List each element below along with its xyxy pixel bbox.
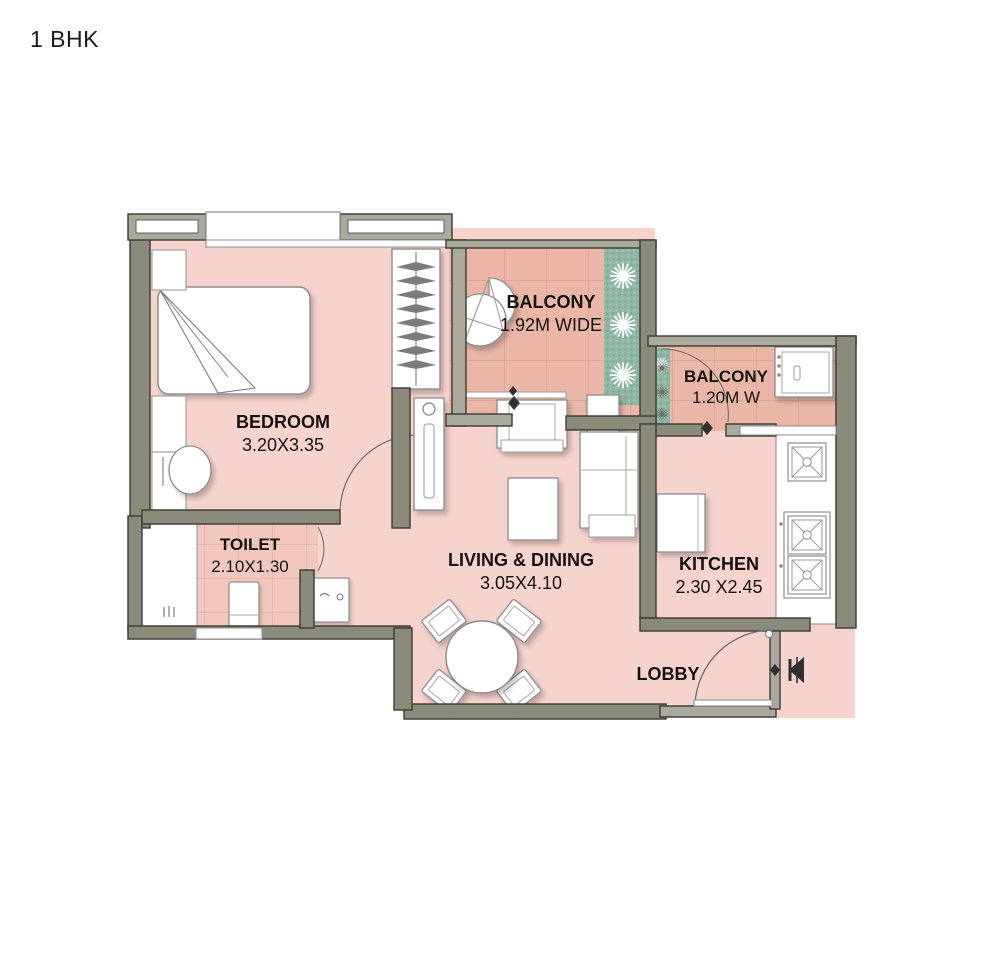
- walls: [127, 211, 857, 720]
- door-swing-icon: [662, 348, 729, 423]
- room-labels: BEDROOM 3.20X3.35 BALCONY 1.92M WIDE BAL…: [211, 292, 768, 684]
- washing-machine-icon: [774, 346, 834, 398]
- stove-burner-icon: [779, 511, 831, 599]
- svg-text:BEDROOM: BEDROOM: [236, 412, 330, 432]
- entry-arrow-icon: [770, 657, 804, 683]
- planter-icon: [656, 362, 668, 420]
- tv-console-icon: [413, 397, 445, 511]
- kitchen-sink-icon: [787, 442, 827, 482]
- balcony-chair-icon: [453, 277, 516, 347]
- fridge-icon: [656, 493, 706, 553]
- dining-set-icon: [420, 598, 543, 714]
- balcony-utility: [652, 345, 853, 431]
- side-stool-icon: [168, 445, 212, 495]
- room-label-lobby: LOBBY: [637, 664, 700, 684]
- wc-icon: [228, 581, 260, 627]
- toilet-fixtures: [140, 521, 350, 627]
- room-label-kitchen: KITCHEN 2.30 X2.45: [675, 554, 762, 597]
- svg-text:KITCHEN: KITCHEN: [679, 554, 759, 574]
- dining-table-icon: [445, 620, 519, 694]
- svg-text:LOBBY: LOBBY: [637, 664, 700, 684]
- balcony-main: [449, 243, 655, 421]
- room-label-balcony-main: BALCONY 1.92M WIDE: [500, 292, 602, 335]
- bedroom-furniture: [151, 248, 441, 525]
- bed-icon: [157, 286, 311, 395]
- entry-door-icon: [693, 629, 804, 707]
- kitchen-counter: [656, 431, 839, 625]
- room-label-bedroom: BEDROOM 3.20X3.35: [236, 412, 330, 455]
- svg-text:1.92M WIDE: 1.92M WIDE: [500, 315, 602, 335]
- svg-text:2.10X1.30: 2.10X1.30: [211, 557, 289, 576]
- svg-text:TOILET: TOILET: [220, 535, 281, 554]
- shower-icon: [140, 521, 198, 627]
- svg-text:2.30 X2.45: 2.30 X2.45: [675, 577, 762, 597]
- room-label-living-dining: LIVING & DINING 3.05X4.10: [448, 550, 594, 593]
- svg-text:3.20X3.35: 3.20X3.35: [242, 435, 324, 455]
- svg-text:LIVING & DINING: LIVING & DINING: [448, 550, 594, 570]
- room-label-toilet: TOILET 2.10X1.30: [211, 535, 289, 576]
- svg-text:3.05X4.10: 3.05X4.10: [480, 573, 562, 593]
- room-label-balcony-utility: BALCONY 1.20M W: [684, 367, 769, 407]
- svg-text:BALCONY: BALCONY: [684, 367, 769, 386]
- coffee-table-icon: [507, 477, 559, 541]
- svg-text:BALCONY: BALCONY: [507, 292, 596, 312]
- svg-text:1.20M W: 1.20M W: [692, 388, 760, 407]
- door-swing-icon: [317, 526, 325, 572]
- page-title: 1 BHK: [30, 26, 99, 52]
- wardrobe-icon: [391, 248, 441, 390]
- washbasin-icon: [312, 577, 350, 623]
